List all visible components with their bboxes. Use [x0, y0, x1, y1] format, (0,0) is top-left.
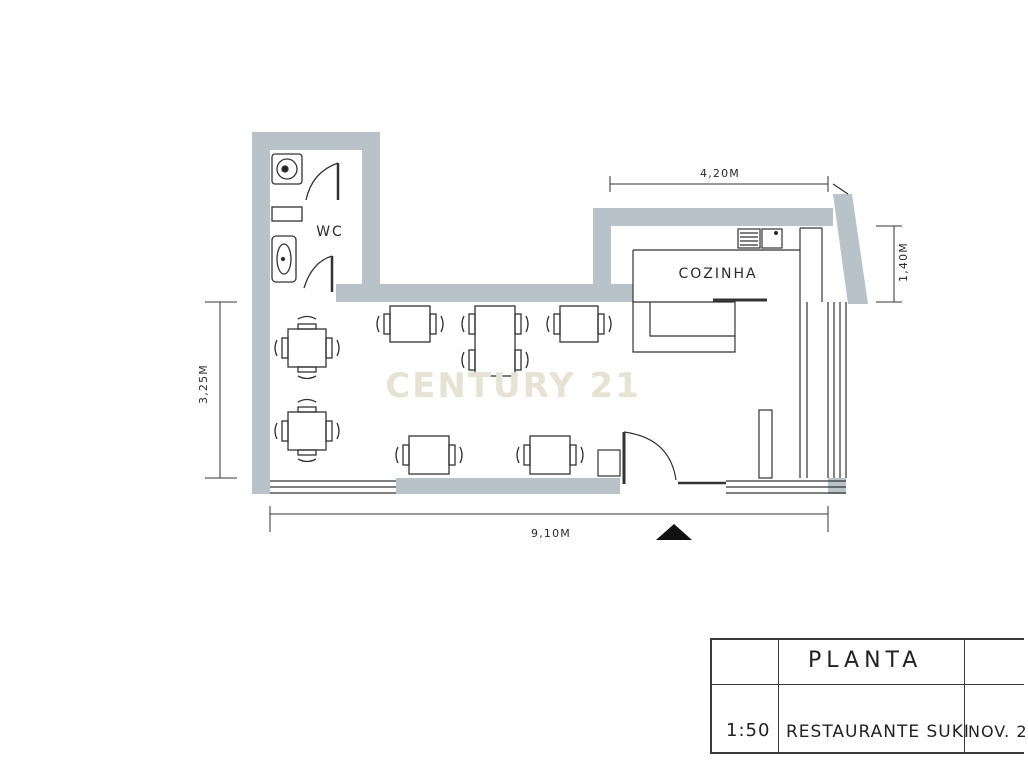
title-block-scale: 1:50: [726, 720, 771, 741]
dimension-top: 4,20M: [700, 167, 740, 180]
wall-kitchen-top: [593, 208, 833, 226]
entrance-arrow-icon: [656, 524, 692, 540]
table-top-3: [546, 305, 612, 343]
wall-dining-top: [336, 284, 633, 302]
toilet-icon: [271, 153, 303, 185]
title-block-divider: [964, 640, 965, 752]
walls: [252, 132, 868, 494]
title-block: PLANTA 1:50 RESTAURANTE SUKI NOV. 2: [710, 638, 1027, 754]
dimension-right: 1,40M: [897, 242, 910, 282]
furniture: [274, 305, 612, 475]
door-swing-icon: [305, 162, 339, 201]
wall-kitchen-left: [593, 208, 611, 302]
title-block-date: NOV. 2: [968, 722, 1028, 741]
wall-bottom-mid: [396, 478, 620, 494]
counter-l: [632, 301, 736, 353]
bin-icon: [597, 449, 621, 477]
kitchen-fixtures: [632, 227, 823, 479]
table-bottom-2: [516, 435, 584, 475]
wall-wc-left: [252, 132, 270, 494]
sink-icon: [271, 235, 297, 283]
wall-bottom-left: [252, 478, 270, 494]
table-top-1: [376, 305, 444, 343]
wall-facade-right: [833, 194, 868, 304]
stove-icon: [737, 228, 761, 249]
title-block-project: RESTAURANTE SUKI: [786, 722, 970, 742]
table-left-lower: [274, 398, 340, 463]
wc-fixtures: [271, 153, 340, 292]
title-block-divider: [712, 684, 1024, 685]
watermark-logo: CENTURY 21: [385, 366, 641, 406]
table-bottom-1: [395, 435, 463, 475]
sink-icon: [761, 228, 783, 249]
wall-wc-top: [252, 132, 380, 150]
dimension-lines: [205, 176, 902, 532]
table-top-long: [461, 305, 529, 377]
table-left-upper: [274, 315, 340, 380]
title-block-divider: [778, 640, 779, 752]
title-block-title: PLANTA: [808, 648, 923, 673]
dimension-left: 3,25M: [197, 364, 210, 404]
window-lines: [270, 183, 849, 494]
room-label-kitchen: COZINHA: [678, 266, 757, 282]
dimension-bottom: 9,10M: [531, 527, 571, 540]
counter-icon: [271, 206, 303, 222]
room-label-wc: WC: [316, 224, 344, 240]
wall-wc-right: [362, 132, 380, 288]
entrance-door: [597, 431, 726, 485]
wall-bottom-right-stub: [828, 478, 846, 494]
door-swing-icon: [303, 255, 333, 289]
